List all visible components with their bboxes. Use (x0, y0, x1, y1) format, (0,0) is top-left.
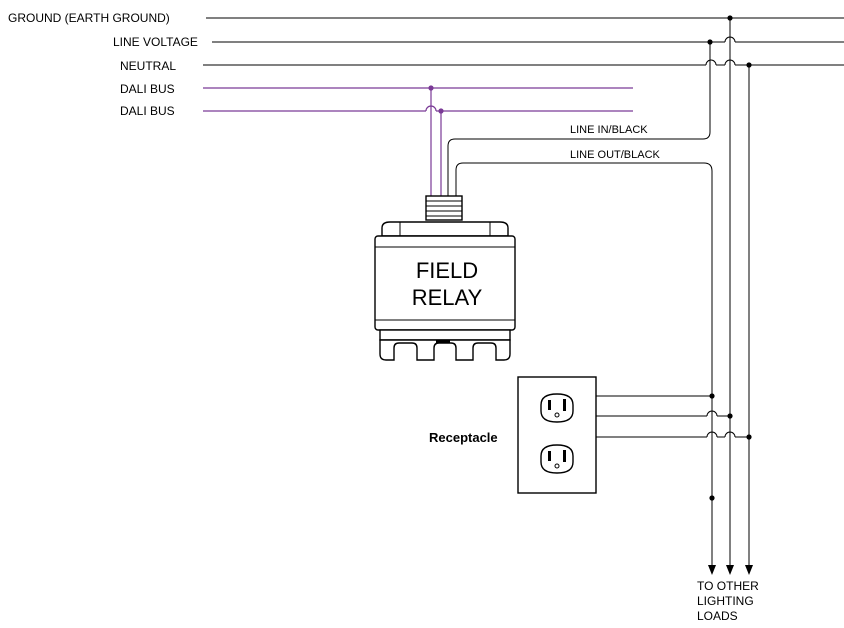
relay-label-line2: RELAY (412, 285, 483, 310)
receptacle (517, 376, 597, 494)
ground-drop-wire (727, 15, 733, 565)
receptacle-wires (596, 393, 752, 501)
ground-junction (727, 15, 733, 21)
neutral-junction (746, 62, 752, 68)
loads-label-line1: TO OTHER (697, 579, 759, 593)
line-in-wire (447, 39, 713, 196)
arrow-down-icon (726, 565, 734, 575)
line-voltage-wire (212, 36, 844, 43)
outlet-bottom (540, 444, 574, 474)
dali-drop-wires (428, 85, 444, 196)
line-voltage-junction (707, 39, 713, 45)
line-in-label: LINE IN/BLACK (570, 124, 648, 136)
loads-label-line3: LOADS (697, 609, 738, 623)
dali-junction-2 (438, 108, 444, 114)
dali-bus-label-2: DALI BUS (120, 104, 175, 118)
neutral-label: NEUTRAL (120, 59, 176, 73)
receptacle-neutral-junction (746, 434, 752, 440)
outlet-top (540, 393, 574, 423)
neutral-drop-wire (746, 62, 752, 565)
receptacle-hot-junction (709, 393, 715, 399)
line-out-label: LINE OUT/BLACK (570, 149, 661, 161)
field-relay: FIELD RELAY (374, 195, 516, 361)
loads-label-line2: LIGHTING (697, 594, 754, 608)
arrow-icons (708, 565, 753, 575)
neutral-wire (203, 59, 844, 66)
receptacle-label: Receptacle (429, 430, 498, 445)
dali-junction-1 (428, 85, 434, 91)
line-out-wire (455, 162, 713, 565)
ground-label: GROUND (EARTH GROUND) (8, 11, 170, 25)
line-voltage-label: LINE VOLTAGE (113, 35, 198, 49)
arrow-down-icon (745, 565, 753, 575)
relay-label-line1: FIELD (416, 258, 478, 283)
receptacle-ground-junction (727, 413, 733, 419)
arrow-down-icon (708, 565, 716, 575)
dali-bus-label-1: DALI BUS (120, 82, 175, 96)
lower-junction (709, 495, 715, 501)
dali-bus-wire-2 (203, 105, 633, 112)
